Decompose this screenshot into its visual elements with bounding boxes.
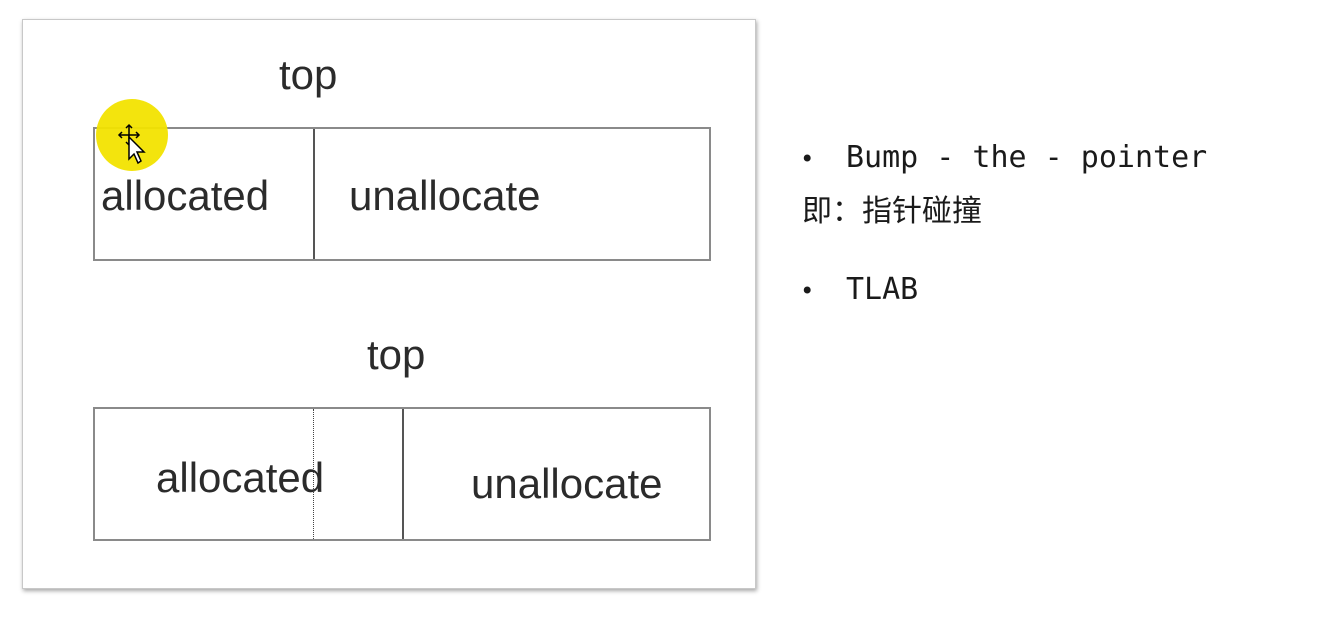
unallocated-label-2: unallocate	[471, 460, 663, 507]
note-label-bump: Bump - the - pointer	[846, 140, 1208, 175]
pointer-divider-1	[313, 129, 315, 259]
allocated-label-1: allocated	[101, 172, 270, 219]
top-label-2: top	[367, 331, 426, 378]
note-item-tlab: • TLAB	[800, 272, 918, 307]
top-label-1: top	[279, 51, 338, 98]
unallocated-label-1: unallocate	[349, 172, 541, 219]
bullet-icon: •	[800, 276, 815, 305]
pointer-divider-2	[402, 409, 404, 539]
diagram-slide: top allocated unallocate top allocated u…	[22, 19, 756, 589]
note-sub-bump: 即：指针碰撞	[802, 194, 982, 229]
bullet-icon: •	[800, 144, 815, 173]
memory-box-1: allocated unallocate	[93, 127, 711, 261]
old-pointer-divider	[313, 409, 314, 539]
move-cursor-icon	[117, 123, 146, 165]
note-item-bump: • Bump - the - pointer	[800, 140, 1207, 175]
note-label-tlab: TLAB	[846, 272, 919, 307]
memory-box-2: allocated unallocate	[93, 407, 711, 541]
allocated-label-2: allocated	[156, 454, 325, 501]
